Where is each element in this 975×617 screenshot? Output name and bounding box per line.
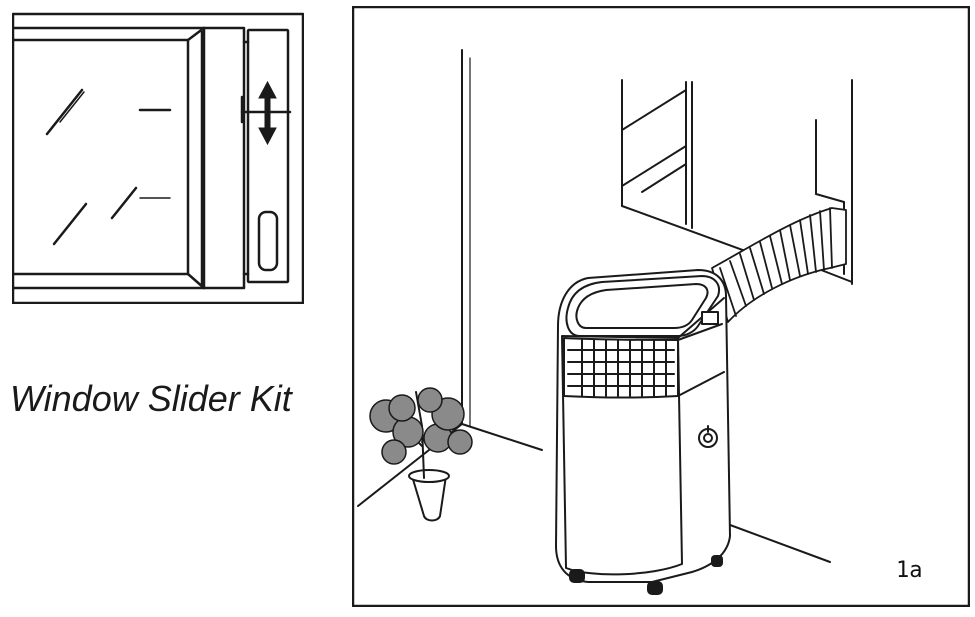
installation-scene-illustration bbox=[352, 6, 970, 607]
double-vertical-arrow-icon bbox=[258, 80, 277, 146]
window-slider-kit-illustration bbox=[12, 12, 304, 304]
figure-label: 1a bbox=[896, 558, 923, 583]
portable-air-conditioner bbox=[555, 269, 731, 595]
window-sash bbox=[12, 26, 246, 290]
window-frame-outer bbox=[12, 12, 304, 304]
caption-window-slider-kit: Window Slider Kit bbox=[10, 378, 292, 419]
exhaust-opening bbox=[257, 210, 279, 272]
exhaust-hose bbox=[711, 207, 847, 323]
slider-panel bbox=[246, 28, 290, 284]
scene-frame bbox=[352, 6, 970, 607]
